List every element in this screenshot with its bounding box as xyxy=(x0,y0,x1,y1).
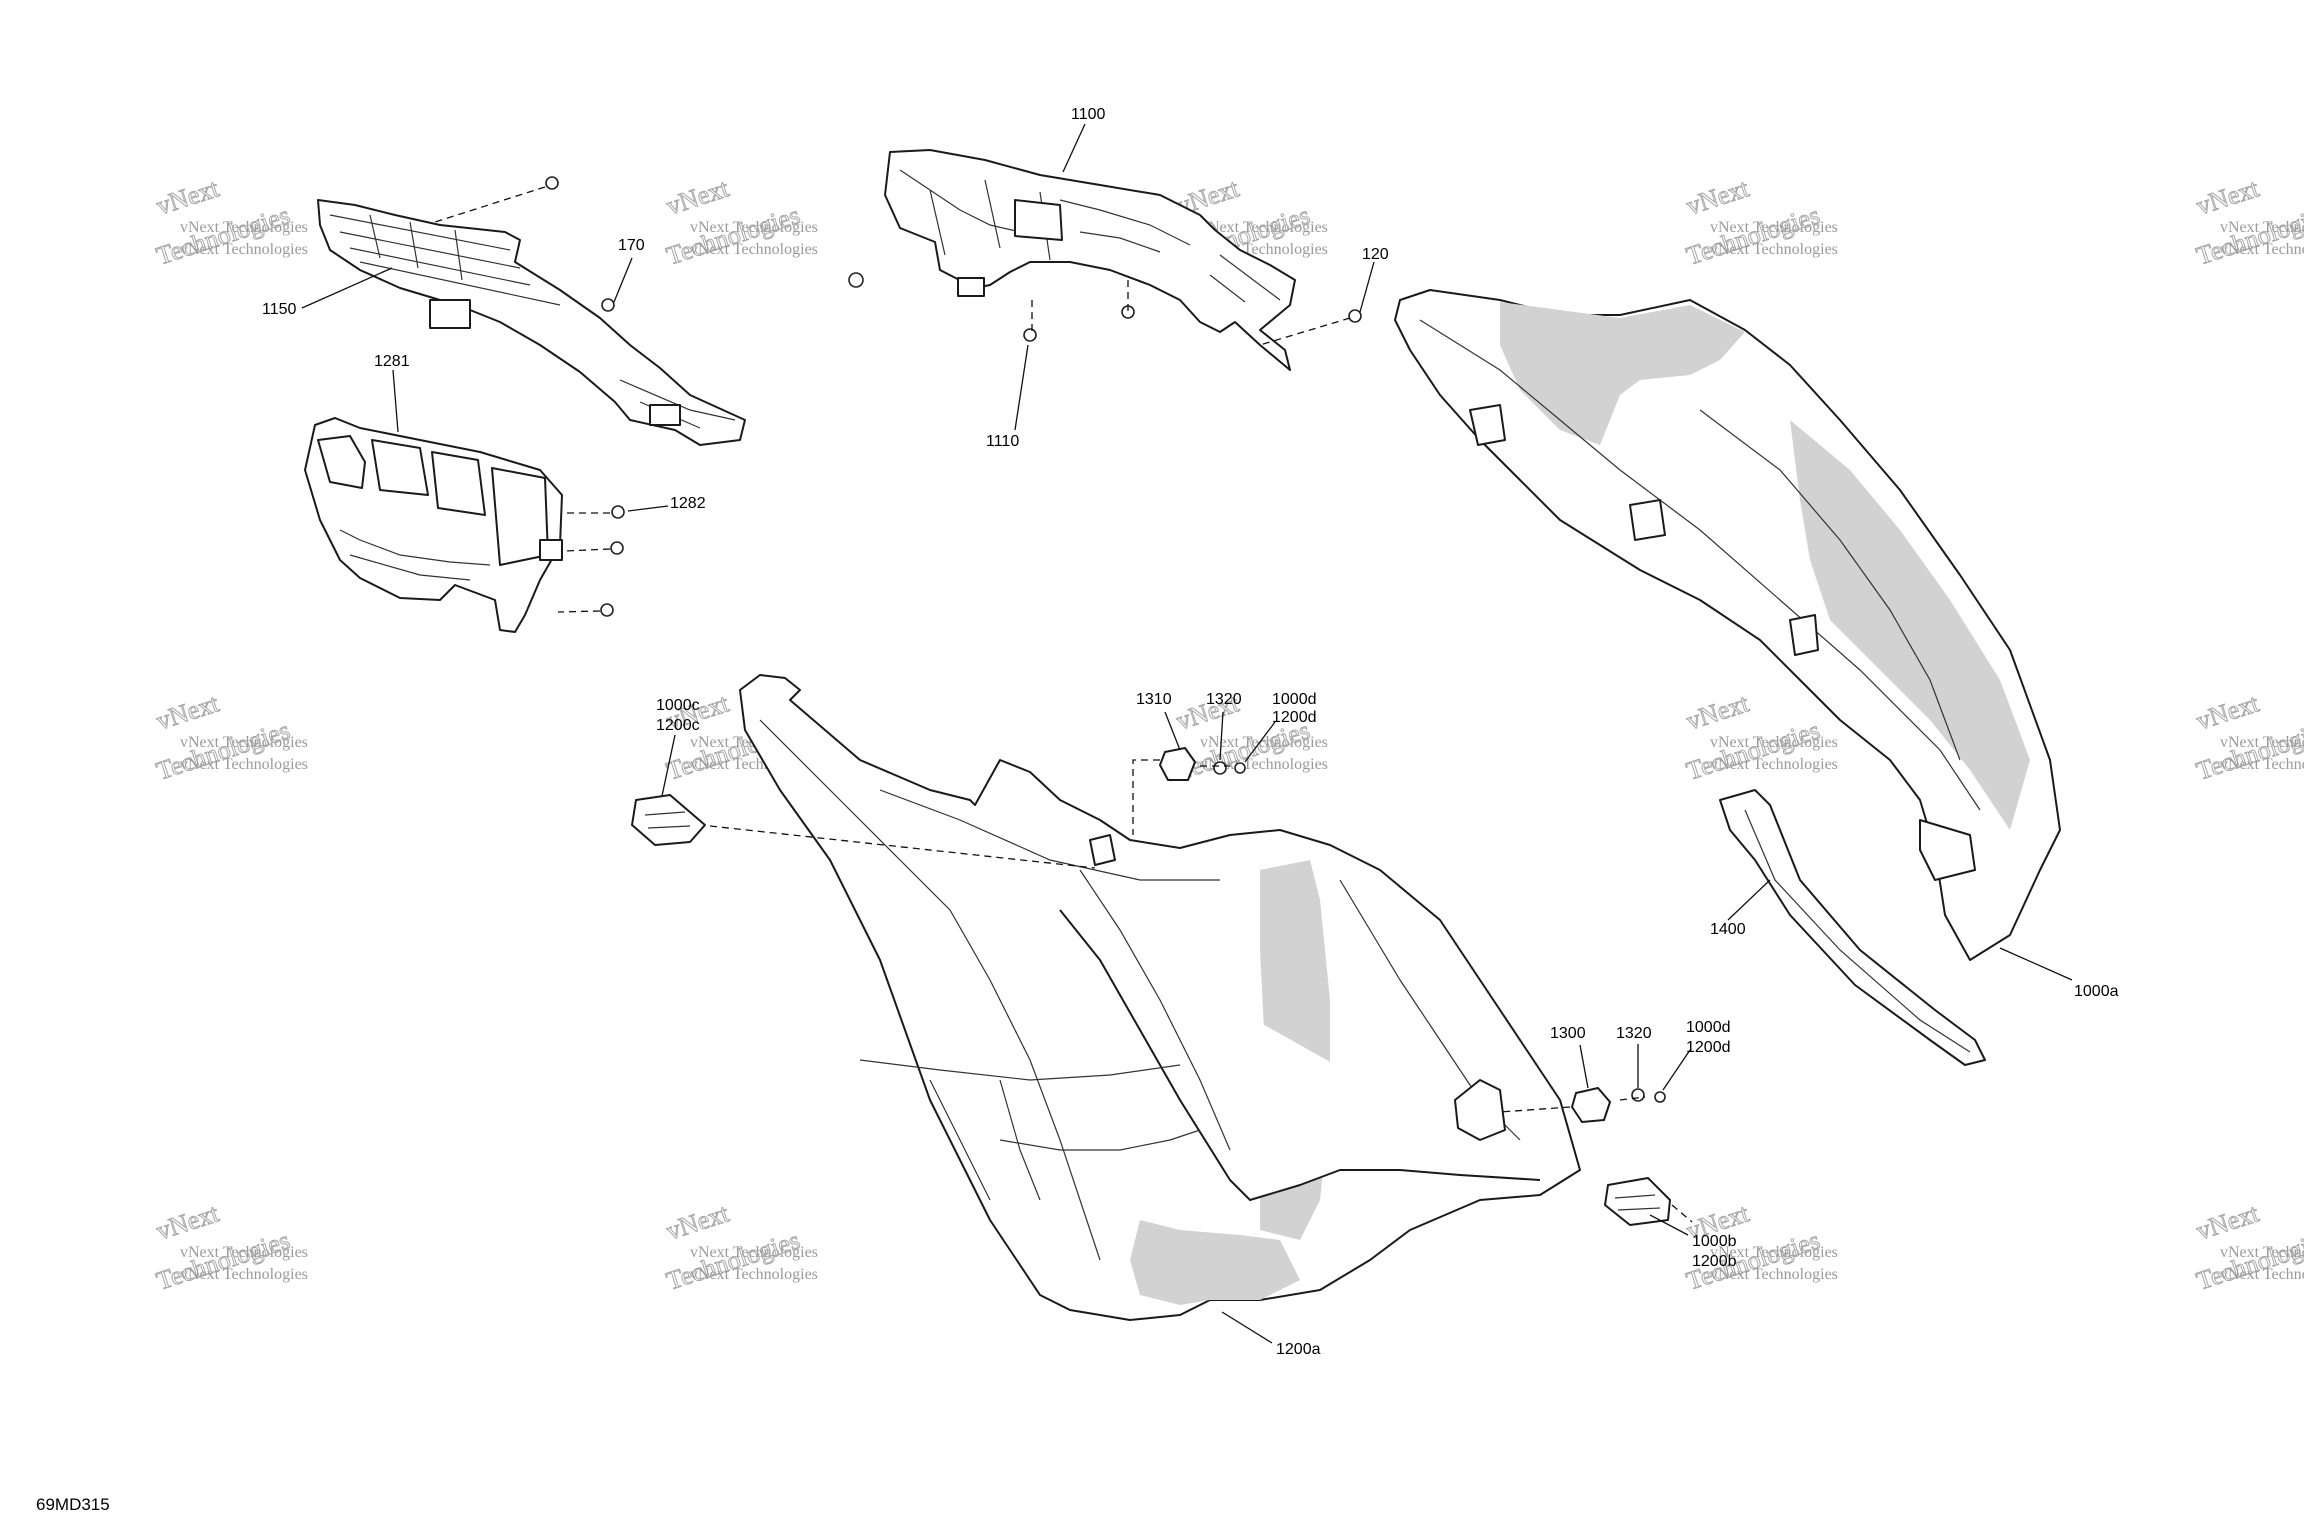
callout-leaders xyxy=(301,123,2073,1344)
callout-1282: 1282 xyxy=(670,495,706,512)
part-1100-bracket xyxy=(884,149,1296,371)
callout-1000b: 1000b xyxy=(1692,1233,1737,1250)
watermark-prefix: vNext xyxy=(153,1198,223,1245)
part-1000c-light xyxy=(631,794,706,846)
watermark-small-2: vNext Technologies xyxy=(2220,756,2304,773)
fastener-group xyxy=(545,176,1666,1103)
watermark-small-2: vNext Technologies xyxy=(1710,241,1838,258)
callout-labels: 1100 170 120 1150 1110 1281 1282 1000c 1… xyxy=(262,106,2119,1358)
watermark-small-2: vNext Technologies xyxy=(180,756,308,773)
part-1300-grommet xyxy=(1571,1087,1611,1123)
callout-1110: 1110 xyxy=(986,433,1019,450)
diagram-code: 69MD315 xyxy=(36,1495,110,1514)
callout-1200a: 1200a xyxy=(1276,1341,1321,1358)
watermark-small: vNext Technologies xyxy=(1200,734,1328,751)
part-1000a-side-panel xyxy=(1394,289,2061,961)
callout-1000c: 1000c xyxy=(656,697,700,714)
watermark-small-2: vNext Technologies xyxy=(2220,1266,2304,1283)
watermark-small: vNext Technologies xyxy=(690,219,818,236)
watermark-small-2: vNext Technologies xyxy=(690,1266,818,1283)
fastener-1110a xyxy=(1023,328,1037,342)
callout-1200c: 1200c xyxy=(656,717,700,734)
watermark-prefix: vNext xyxy=(2193,1198,2263,1245)
washer-1320b xyxy=(1631,1088,1645,1102)
callout-1150: 1150 xyxy=(262,301,297,318)
fastener-1282c xyxy=(600,603,614,617)
watermark-small: vNext Technologies xyxy=(180,219,308,236)
watermark-prefix: vNext xyxy=(2193,688,2263,735)
watermark-prefix: vNext xyxy=(663,173,733,220)
fastener-1282b xyxy=(610,541,624,555)
assembly-dashed-lines xyxy=(434,186,1693,1223)
watermark-small-2: vNext Technologies xyxy=(2220,241,2304,258)
callout-1310: 1310 xyxy=(1136,691,1172,708)
watermark-prefix: vNext xyxy=(1683,688,1753,735)
watermark-prefix: vNext xyxy=(1683,173,1753,220)
fastener-120 xyxy=(1348,309,1362,323)
callout-1320-upper: 1320 xyxy=(1206,691,1242,708)
washer-1320a xyxy=(1213,761,1227,775)
watermark-prefix: vNext xyxy=(153,173,223,220)
callout-1200b: 1200b xyxy=(1692,1253,1737,1270)
watermark-small: vNext Technologies xyxy=(2220,734,2304,751)
watermark-prefix: vNext xyxy=(2193,173,2263,220)
callout-1300: 1300 xyxy=(1550,1025,1586,1042)
part-1150-bracket xyxy=(317,199,746,446)
callout-1200d-lower: 1200d xyxy=(1686,1039,1731,1056)
watermark-small-2: vNext Technologies xyxy=(1710,756,1838,773)
callout-1000d-upper: 1000d xyxy=(1272,691,1317,708)
watermark-prefix: vNext xyxy=(153,688,223,735)
watermark-small: vNext Technologies xyxy=(2220,219,2304,236)
watermark-prefix: vNext xyxy=(663,1198,733,1245)
watermark-small-2: vNext Technologies xyxy=(180,241,308,258)
part-1200a-body-panel xyxy=(739,674,1581,1321)
callout-1100: 1100 xyxy=(1071,106,1106,123)
watermark-small-2: vNext Technologies xyxy=(180,1266,308,1283)
watermark-small: vNext Technologies xyxy=(1710,219,1838,236)
part-1000b-light xyxy=(1604,1177,1671,1226)
part-1281-grille xyxy=(304,417,563,633)
fastener-1282a xyxy=(611,505,625,519)
fastener-screw-1150 xyxy=(545,176,559,190)
watermark-small-2: vNext Technologies xyxy=(1710,1266,1838,1283)
washer-1000d-a xyxy=(1234,762,1246,774)
watermark-small: vNext Technologies xyxy=(1710,734,1838,751)
callout-1000d-lower: 1000d xyxy=(1686,1019,1731,1036)
watermark-small: vNext Technologies xyxy=(1200,219,1328,236)
watermark-small: vNext Technologies xyxy=(690,1244,818,1261)
part-1310-grommet xyxy=(1159,747,1196,781)
callout-120: 120 xyxy=(1362,246,1389,263)
washer-1000d-b xyxy=(1654,1091,1666,1103)
callout-1320-lower: 1320 xyxy=(1616,1025,1652,1042)
callout-1000a: 1000a xyxy=(2074,983,2119,1000)
watermark-small: vNext Technologies xyxy=(1710,1244,1838,1261)
watermark-small: vNext Technologies xyxy=(180,1244,308,1261)
fastener-170 xyxy=(601,298,615,312)
watermark-small: vNext Technologies xyxy=(2220,1244,2304,1261)
callout-1400: 1400 xyxy=(1710,921,1746,938)
part-1400-trim-strip xyxy=(1719,789,1986,1066)
watermark-small-2: vNext Technologies xyxy=(1200,756,1328,773)
watermark-small-2: vNext Technologies xyxy=(690,241,818,258)
callout-170: 170 xyxy=(618,237,645,254)
callout-1200d-upper: 1200d xyxy=(1272,709,1317,726)
callout-1281: 1281 xyxy=(374,353,410,370)
watermark-small: vNext Technologies xyxy=(180,734,308,751)
fastener-nut-1100 xyxy=(848,272,864,288)
